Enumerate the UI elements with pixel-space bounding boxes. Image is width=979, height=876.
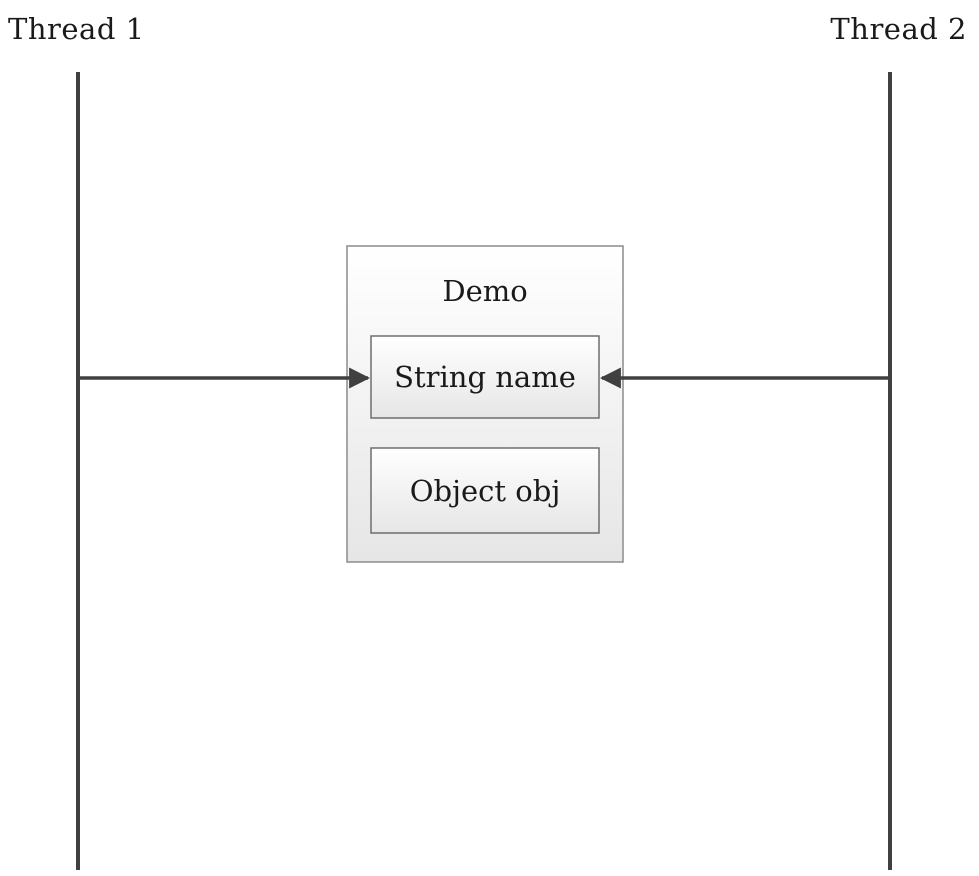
string-name-field-label: String name [394,360,576,394]
string-name-field-box [370,335,600,419]
thread2-label: Thread 2 [830,12,967,46]
thread1-label: Thread 1 [8,12,145,46]
object-obj-field-label: Object obj [409,473,561,508]
object-obj-field-box [370,447,600,534]
demo-object-title: Demo [442,274,528,308]
